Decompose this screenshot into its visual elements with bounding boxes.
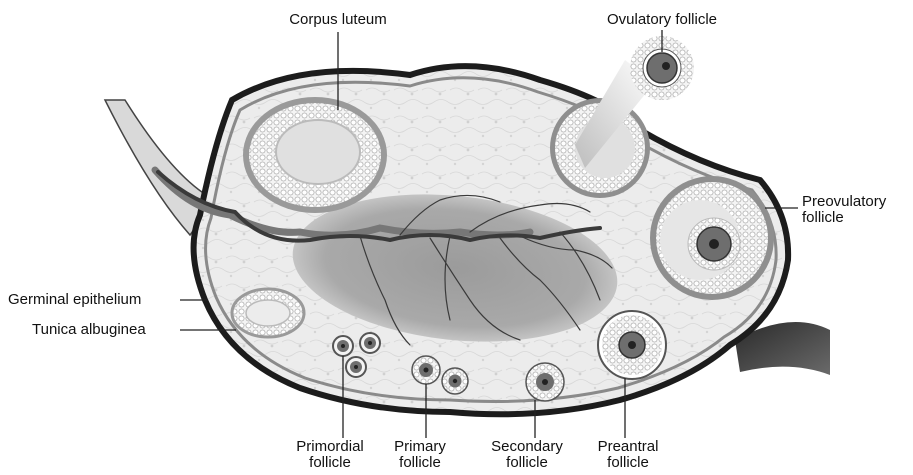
- preovulatory-follicle: [650, 176, 774, 300]
- preantral-follicle: [598, 311, 666, 379]
- corpus-luteum: [243, 97, 387, 213]
- secondary-follicle: [526, 363, 564, 401]
- atretic-follicle: [232, 289, 304, 337]
